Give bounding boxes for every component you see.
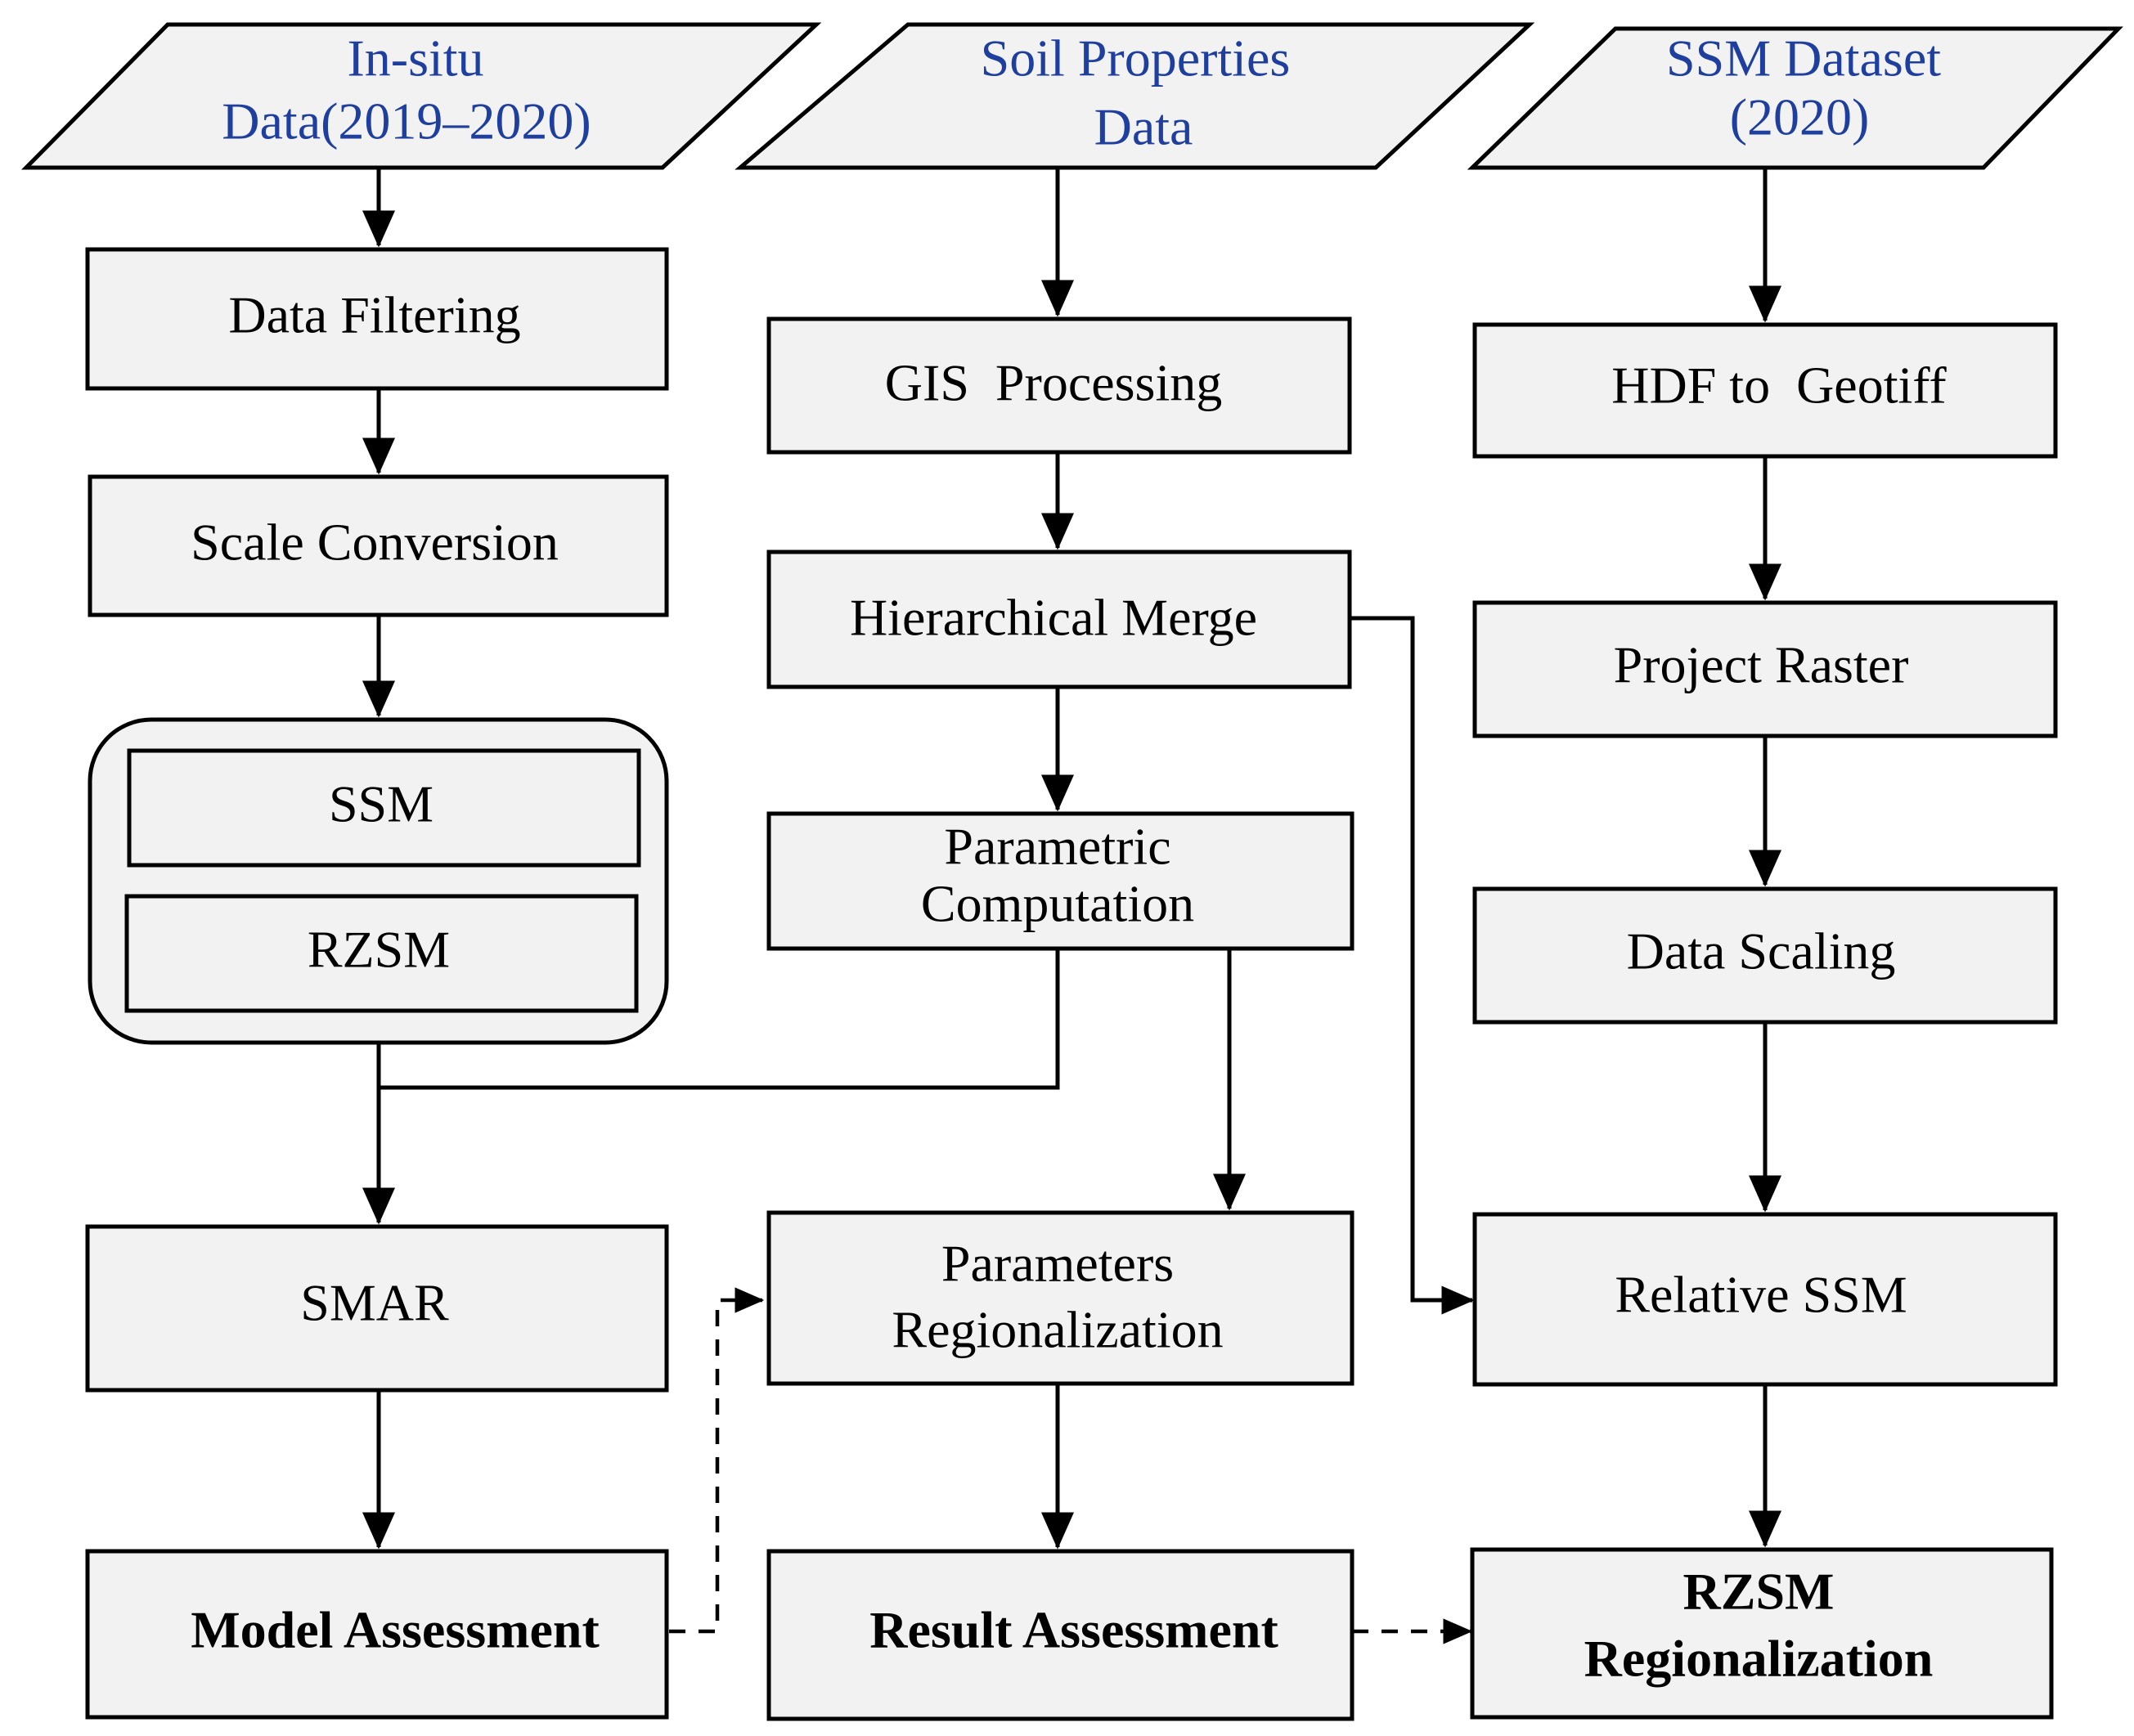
label-rzsmreg-line1: RZSM [1683, 1563, 1835, 1621]
box-rzsm: RZSM [124, 894, 639, 1013]
box-data-scaling: Data Scaling [1472, 886, 2058, 1025]
box-model-assessment: Model Assessment [85, 1549, 669, 1720]
box-project-raster: Project Raster [1472, 600, 2058, 738]
line-paramcomp-to-smar [379, 949, 1060, 1090]
label-rzsmreg-line2: Regionalization [1584, 1630, 1934, 1688]
input-soil-properties-data: Soil Properties Data [735, 22, 1535, 170]
box-relative-ssm: Relative SSM [1472, 1212, 2058, 1387]
label-scale-conversion: Scale Conversion [191, 514, 559, 572]
label-ssm: SSM [329, 775, 434, 833]
label-data-scaling: Data Scaling [1627, 922, 1896, 980]
label-project-raster: Project Raster [1614, 636, 1909, 694]
arrow-merge-to-relative [1350, 616, 1475, 1315]
box-parameters-regionalization: Parameters Regionalization [766, 1210, 1355, 1386]
label-rzsm: RZSM [308, 921, 450, 979]
box-data-filtering: Data Filtering [85, 247, 669, 391]
input-soil-line2: Data [1094, 98, 1193, 156]
connectors [362, 168, 1781, 1644]
box-gis-processing: GIS Processing [766, 316, 1352, 455]
label-result-assessment: Result Assessment [869, 1601, 1278, 1659]
label-parametric-line2: Computation [921, 875, 1194, 933]
box-hdf-to-geotiff: HDF to Geotiff [1472, 322, 2058, 459]
label-paramreg-line1: Parameters [941, 1235, 1174, 1293]
box-result-assessment: Result Assessment [766, 1549, 1355, 1721]
label-paramreg-line2: Regionalization [892, 1301, 1223, 1359]
input-insitu-line2: Data(2019–2020) [222, 92, 591, 150]
input-ssm-line2: (2020) [1730, 88, 1870, 146]
label-relative-ssm: Relative SSM [1615, 1266, 1907, 1324]
box-hierarchical-merge: Hierarchical Merge [766, 550, 1352, 689]
box-smar: SMAR [85, 1224, 669, 1393]
dashed-arrow-model-to-paramreg [669, 1287, 765, 1634]
label-hdf-to-geotiff: HDF to Geotiff [1611, 357, 1947, 415]
input-ssm-line1: SSM Dataset [1666, 29, 1941, 87]
label-parametric-line1: Parametric [944, 818, 1170, 876]
label-smar: SMAR [300, 1274, 449, 1332]
input-insitu-data: In-situ Data(2019–2020) [21, 22, 822, 170]
input-soil-line1: Soil Properties [981, 29, 1291, 87]
label-hierarchical-merge: Hierarchical Merge [850, 589, 1257, 647]
input-insitu-line1: In-situ [347, 29, 483, 87]
box-scale-conversion: Scale Conversion [88, 474, 669, 617]
box-ssm: SSM [127, 748, 641, 868]
group-soil-moisture: SSM RZSM [88, 717, 669, 1045]
label-data-filtering: Data Filtering [228, 286, 520, 344]
label-gis-processing: GIS Processing [885, 354, 1222, 412]
input-ssm-dataset: SSM Dataset (2020) [1467, 26, 2123, 170]
box-parametric-computation: Parametric Computation [766, 811, 1355, 951]
box-rzsm-regionalization: RZSM Regionalization [1470, 1547, 2054, 1720]
label-model-assessment: Model Assessment [191, 1601, 600, 1659]
